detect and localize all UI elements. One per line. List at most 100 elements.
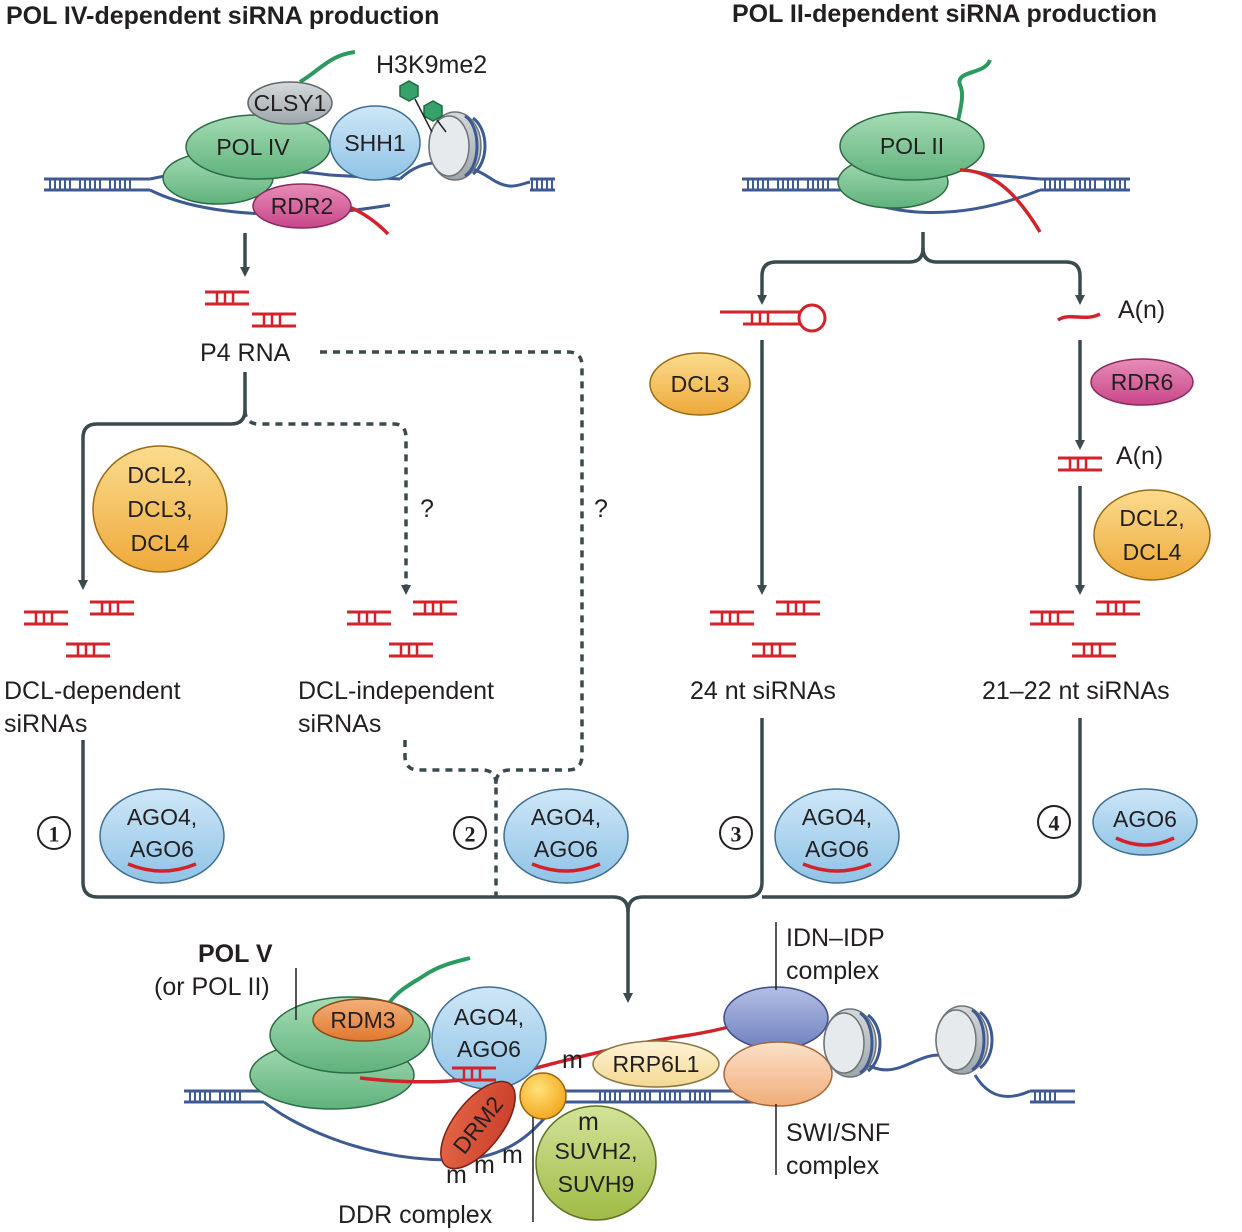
rrp6l1-protein: [592, 1040, 720, 1088]
ago46-3-line-2: AGO6: [805, 836, 869, 862]
sirnas-21-22nt: [1030, 602, 1140, 656]
ago46-3-line-1: AGO4,: [802, 804, 872, 830]
or-pol-ii-label: (or POL II): [154, 973, 270, 1001]
protein-tail: [298, 50, 356, 84]
heading-pol-iv: POL IV-dependent siRNA production: [6, 2, 439, 30]
path-dcl-independent: [243, 409, 411, 595]
rdm3-protein: [312, 998, 414, 1042]
pathway-number-3: 3: [719, 816, 753, 850]
idn-idp-complex: [723, 986, 829, 1050]
rdm3-label: RDM3: [330, 1007, 395, 1033]
h3k9me2-mark: [399, 80, 447, 133]
dcl234-line-3: DCL4: [131, 530, 190, 556]
sirnas-dcl-independent: [347, 602, 457, 656]
idn-idp-line-2: complex: [786, 957, 880, 985]
path-to-hairpin: [757, 232, 925, 305]
question-mark-2: ?: [594, 495, 608, 523]
path-4-merge: [762, 718, 1082, 899]
pol-v-transcript: [359, 1013, 761, 1084]
ddr-complex-sphere: [519, 1072, 567, 1120]
rdr6-label: RDR6: [1111, 369, 1174, 395]
pol-v-label: POL V: [198, 940, 273, 968]
shh1-label: SHH1: [344, 130, 405, 156]
pathway-number-2: 2: [453, 816, 487, 850]
ddr-complex-label: DDR complex: [338, 1201, 493, 1229]
dcl24-line-1: DCL2,: [1119, 505, 1184, 531]
swi-snf-complex: [723, 1041, 833, 1107]
pol-v-complex: RDM3 AGO4, AGO6 DRM2 RRP6L1 SUVH2, SUVH9…: [184, 956, 1075, 1221]
suvh2-suvh9-protein: SUVH2, SUVH9: [535, 1105, 657, 1221]
dcl3-protein: [649, 352, 751, 416]
pathway-number-4: 4: [1037, 805, 1071, 839]
nucleosome-bottom-1: [822, 1007, 882, 1079]
polyA-transcript: [1057, 312, 1101, 322]
idn-idp-line-1: IDN–IDP: [786, 924, 885, 952]
ago4-ago6-protein-1: AGO4, AGO6: [99, 788, 225, 884]
nucleosome-top-left: [427, 110, 487, 182]
ago46-bottom-line-2: AGO6: [457, 1036, 521, 1062]
methyl-mark-4: m: [474, 1151, 495, 1179]
shh1-protein: [329, 105, 421, 181]
ago6-protein: AGO6: [1092, 788, 1198, 856]
dcl24-line-2: DCL4: [1123, 539, 1182, 565]
path-dcl-independent-merge: [403, 740, 498, 785]
svg-text:2: 2: [465, 822, 476, 847]
pol-ii-complex: POL II: [742, 58, 1130, 233]
svg-text:4: 4: [1049, 811, 1060, 836]
ago6-label: AGO6: [1113, 806, 1177, 832]
path-1-merge: [81, 740, 630, 913]
pol-ii-protein: [839, 111, 985, 181]
pol-ii-label: POL II: [880, 133, 944, 159]
pol-v-tail: [378, 956, 471, 1018]
dcl3-label: DCL3: [671, 371, 730, 397]
svg-text:1: 1: [49, 822, 60, 847]
suvh-line-2: SUVH9: [558, 1171, 635, 1197]
path-to-polyA: [921, 247, 1085, 305]
polyA-label-1: A(n): [1118, 296, 1165, 324]
ago46-bottom-line-1: AGO4,: [454, 1004, 524, 1030]
ago4-ago6-protein-2: AGO4, AGO6: [503, 788, 629, 884]
polyA-label-2: A(n): [1116, 442, 1163, 470]
dcl234-line-1: DCL2,: [127, 462, 192, 488]
dsrna-polyA: [1056, 456, 1104, 472]
dcl234-line-2: DCL3,: [127, 496, 192, 522]
question-mark-1: ?: [420, 495, 434, 523]
label-24nt-sirnas: 24 nt siRNAs: [690, 677, 836, 705]
hairpin-rna: [720, 303, 827, 333]
rdr2-label: RDR2: [271, 193, 334, 219]
swi-snf-line-1: SWI/SNF: [786, 1119, 890, 1147]
methyl-mark-5: m: [502, 1141, 523, 1169]
dcl-independent-line-2: siRNAs: [298, 710, 381, 738]
svg-text:3: 3: [731, 822, 742, 847]
rdr6-protein: [1090, 358, 1194, 406]
clsy1-label: CLSY1: [254, 90, 327, 116]
sirnas-dcl-dependent: [24, 602, 134, 656]
dcl2-dcl3-dcl4-protein: DCL2, DCL3, DCL4: [92, 445, 228, 573]
nucleosome-bottom-2: [934, 1004, 994, 1076]
swi-snf-line-2: complex: [786, 1152, 880, 1180]
sirnas-24nt: [710, 602, 820, 656]
label-21-22nt-sirnas: 21–22 nt siRNAs: [982, 677, 1170, 705]
ago46-1-line-2: AGO6: [130, 836, 194, 862]
dcl-independent-line-1: DCL-independent: [298, 677, 494, 705]
pol-ii-tail: [953, 58, 992, 136]
p4-rna-label: P4 RNA: [200, 339, 291, 367]
heading-pol-ii: POL II-dependent siRNA production: [732, 0, 1157, 28]
ago46-2-line-1: AGO4,: [531, 804, 601, 830]
rdr2-protein: [252, 183, 352, 229]
suvh-line-1: SUVH2,: [554, 1138, 637, 1164]
pol-ii-transcript: [959, 168, 1042, 233]
dcl-dependent-line-1: DCL-dependent: [4, 677, 181, 705]
clsy1-protein: [247, 81, 333, 125]
dcl2-dcl4-protein: DCL2, DCL4: [1093, 489, 1211, 581]
ago46-1-line-1: AGO4,: [127, 804, 197, 830]
pol-iv-complex: POL IV CLSY1 H3K9me2 SHH1 RDR2: [44, 50, 555, 236]
methyl-mark-1: m: [562, 1046, 583, 1074]
ago46-2-line-2: AGO6: [534, 836, 598, 862]
h3k9me2-label: H3K9me2: [376, 51, 487, 79]
pathway-number-1: 1: [37, 816, 71, 850]
rrp6l1-label: RRP6L1: [613, 1051, 700, 1077]
p4-rna-duplexes: [203, 290, 298, 328]
path-3-merge: [626, 718, 764, 913]
